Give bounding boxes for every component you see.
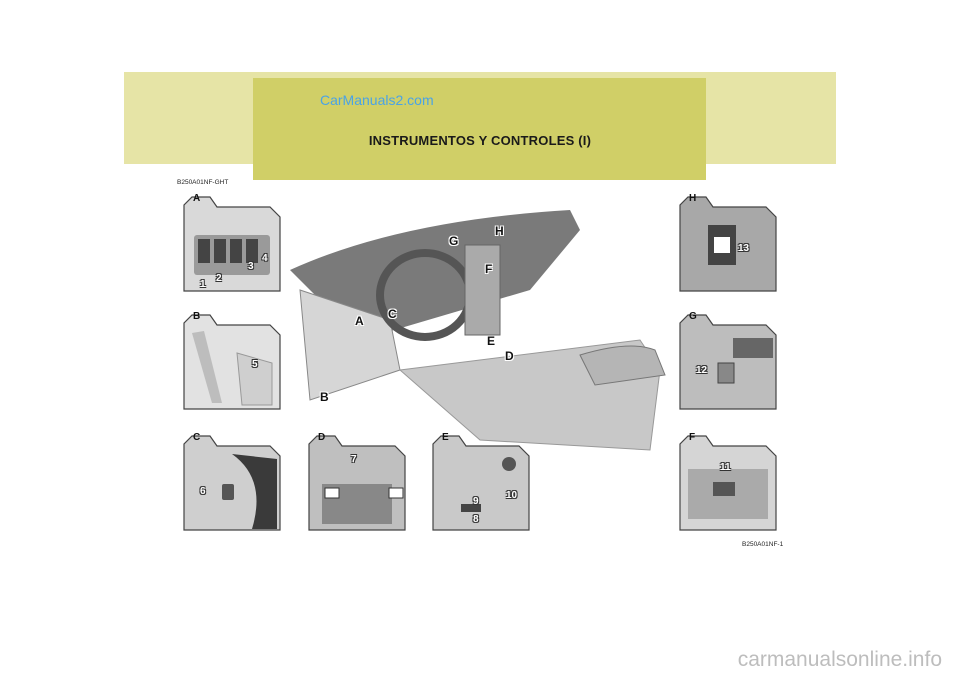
watermark-bottom[interactable]: carmanualsonline.info bbox=[738, 648, 942, 672]
panel-f-illustration bbox=[678, 434, 778, 534]
panel-b: B 5 bbox=[182, 313, 282, 401]
figure-code-bottom: B250A01NF-1 bbox=[742, 541, 783, 548]
watermark-link[interactable]: CarManuals2.com bbox=[320, 92, 434, 108]
main-label-c: C bbox=[388, 307, 397, 321]
dashboard-illustration: A B C D E F G H bbox=[280, 200, 680, 460]
figure-code-top: B250A01NF-GHT bbox=[177, 179, 228, 186]
dashboard-drawing bbox=[280, 200, 680, 460]
callout-8: 8 bbox=[473, 514, 479, 525]
callout-4: 4 bbox=[262, 253, 268, 264]
panel-f-label: F bbox=[689, 432, 695, 443]
callout-6: 6 bbox=[200, 486, 206, 497]
panel-c-illustration bbox=[182, 434, 282, 534]
panel-c: C 6 bbox=[182, 434, 282, 522]
panel-g: G 12 bbox=[678, 313, 778, 401]
main-label-a: A bbox=[355, 314, 364, 328]
callout-5: 5 bbox=[252, 359, 258, 370]
callout-3: 3 bbox=[248, 261, 254, 272]
main-label-b: B bbox=[320, 390, 329, 404]
page-title: INSTRUMENTOS Y CONTROLES (I) bbox=[0, 133, 960, 148]
callout-13: 13 bbox=[738, 243, 749, 254]
panel-h-label: H bbox=[689, 193, 696, 204]
main-label-e: E bbox=[487, 334, 495, 348]
callout-12: 12 bbox=[696, 365, 707, 376]
panel-g-label: G bbox=[689, 311, 697, 322]
callout-9: 9 bbox=[473, 496, 479, 507]
panel-b-illustration bbox=[182, 313, 282, 413]
callout-2: 2 bbox=[216, 273, 222, 284]
main-label-f: F bbox=[485, 262, 492, 276]
panel-h-illustration bbox=[678, 195, 778, 295]
panel-f: F 11 bbox=[678, 434, 778, 522]
panel-a-label: A bbox=[193, 193, 200, 204]
callout-1: 1 bbox=[200, 279, 206, 290]
panel-h: H 13 bbox=[678, 195, 778, 283]
callout-11: 11 bbox=[720, 462, 731, 473]
panel-g-illustration bbox=[678, 313, 778, 413]
main-label-h: H bbox=[495, 224, 504, 238]
panel-a-illustration bbox=[182, 195, 282, 295]
panel-a: A 1 2 3 4 bbox=[182, 195, 282, 283]
main-label-g: G bbox=[449, 234, 458, 248]
main-label-d: D bbox=[505, 349, 514, 363]
callout-10: 10 bbox=[506, 490, 517, 501]
panel-c-label: C bbox=[193, 432, 200, 443]
panel-b-label: B bbox=[193, 311, 200, 322]
